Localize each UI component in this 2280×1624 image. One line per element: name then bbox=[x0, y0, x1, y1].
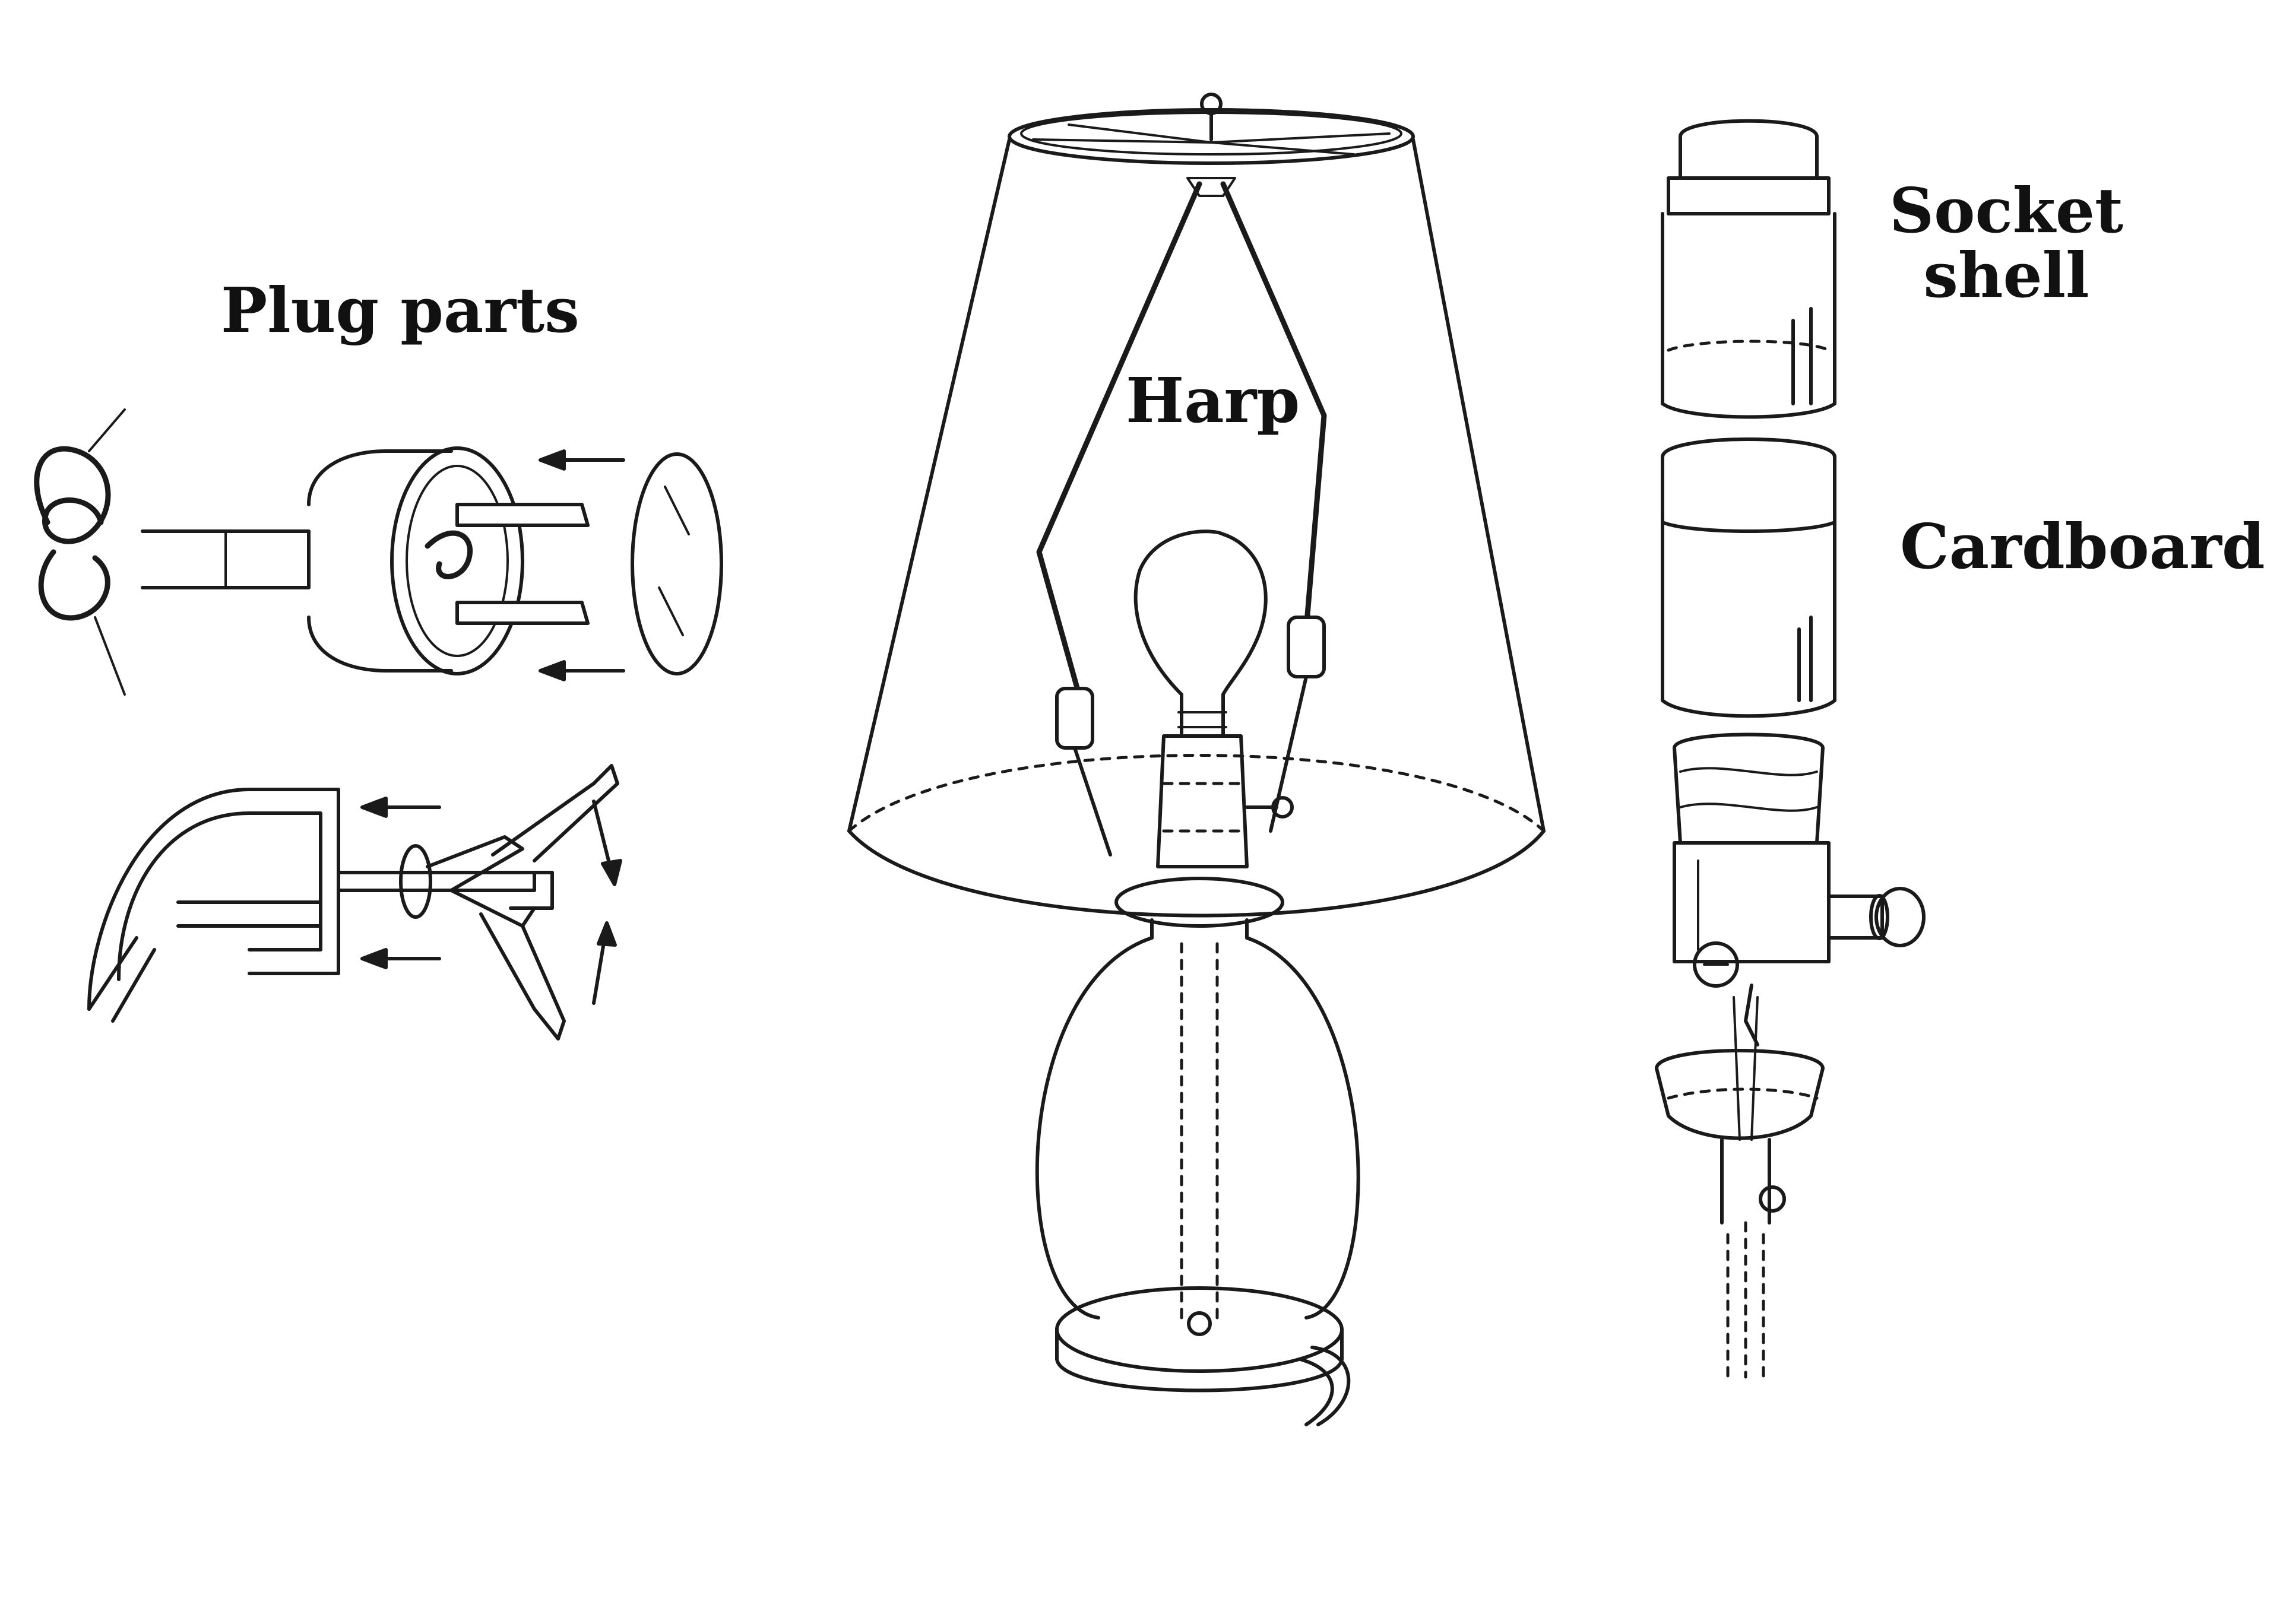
socket-shell-label: Socket shell bbox=[1889, 174, 2124, 312]
light-bulb-drawing bbox=[1133, 529, 1294, 868]
lamp-base-drawing bbox=[1035, 877, 1360, 1426]
harp-drawing bbox=[1036, 177, 1327, 857]
plug-parts-label: Plug parts bbox=[221, 274, 580, 347]
underwriters-knot-drawing bbox=[34, 408, 126, 696]
flat-plug-drawing bbox=[87, 764, 622, 1041]
round-plug-drawing bbox=[141, 446, 723, 681]
socket-shell-label-line2: shell bbox=[1923, 239, 2089, 312]
lamp-shade-drawing bbox=[847, 93, 1546, 918]
cardboard-insulator-drawing bbox=[1661, 437, 1836, 718]
cardboard-label: Cardboard bbox=[1900, 510, 2265, 583]
socket-shell-drawing bbox=[1661, 119, 1836, 419]
socket-shell-label-line1: Socket bbox=[1889, 174, 2124, 247]
socket-mechanism-drawing bbox=[1655, 732, 1926, 1379]
harp-label: Harp bbox=[1126, 364, 1300, 437]
